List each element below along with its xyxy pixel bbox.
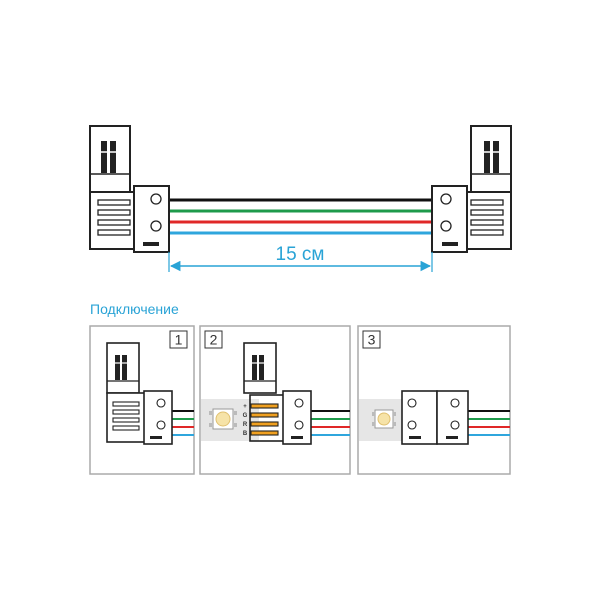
step-3-number: 3 [368,332,376,348]
cable-wires [169,198,432,235]
pin-b-label: B [243,431,248,437]
step-3-panel: 3 [357,325,511,475]
step-3-led-chip [372,409,396,429]
step-3-connector [401,390,469,445]
pin-g-label: G [243,413,248,419]
right-latch [470,125,512,193]
step-2-led-chip [209,408,237,430]
pin-plus-label: + [243,404,247,410]
pin-r-label: R [243,422,248,428]
left-connector [89,125,170,253]
dimension: 15 см [168,244,433,272]
right-connector [431,125,512,253]
step-1-number: 1 [175,332,183,348]
step-2-number: 2 [210,332,218,348]
step-2-panel: 2 + G R B [199,325,351,475]
section-title: Подключение [90,301,179,317]
left-body [133,185,170,253]
step-1-connector [106,342,173,445]
step-2-contacts [250,403,279,436]
connector-cable [89,125,512,253]
right-pins [470,199,504,236]
step-2-pin-labels: + G R B [243,404,248,437]
step-1-panel: 1 [89,325,195,475]
left-pins [97,199,131,236]
step-2-connector [243,342,312,445]
dimension-label: 15 см [276,244,325,265]
step-3-closed-latch [401,390,438,445]
